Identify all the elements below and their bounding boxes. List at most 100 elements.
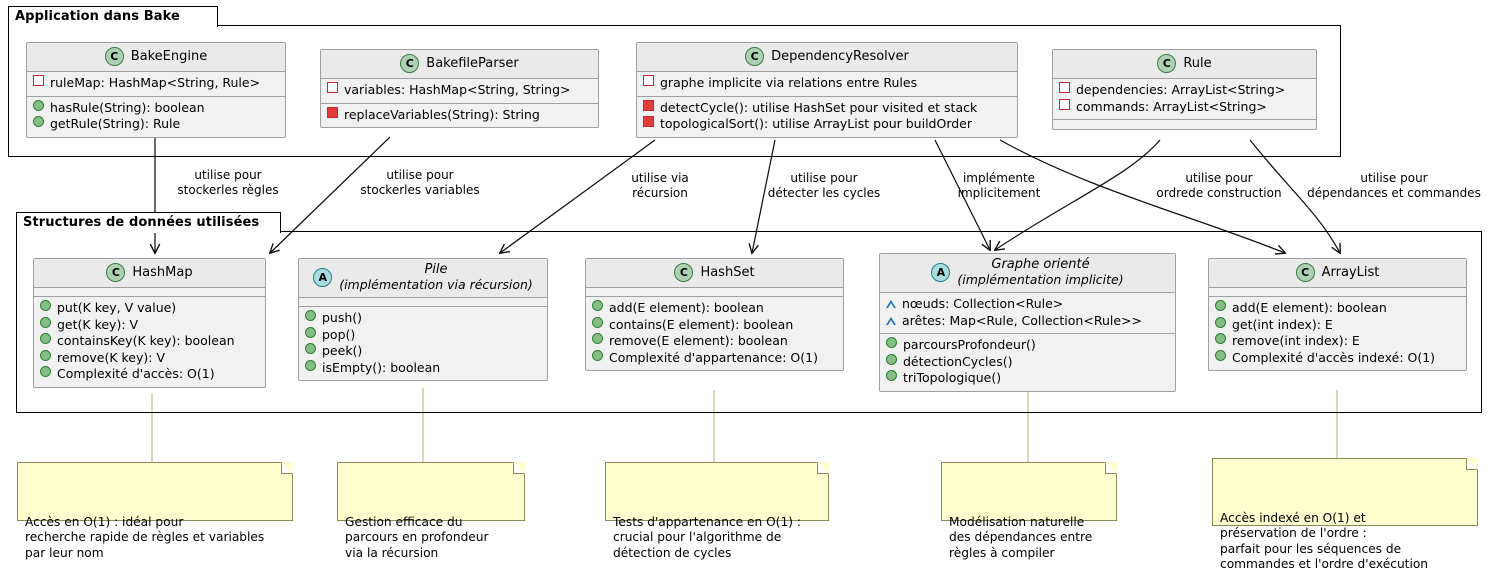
method-label: replaceVariables(String): String: [344, 106, 540, 122]
public-method-icon: [40, 366, 51, 377]
class-name: Pile (implémentation via récursion): [339, 262, 533, 292]
edge-label-implements-implicitly: implémente implicitement: [934, 171, 1064, 201]
method-row: add(E element): boolean: [1215, 300, 1460, 317]
class-name: DependencyResolver: [771, 49, 909, 64]
edge-label-line2: ordrede construction: [1156, 186, 1282, 200]
package-tab-structures-de-donnees: Structures de données utilisées: [16, 212, 281, 233]
note-arraylist: Accès indexé en O(1) et préservation de …: [1212, 458, 1478, 571]
edge-label-line1: utilise pour: [194, 168, 262, 182]
methods-compartment: detectCycle(): utilise HashSet pour visi…: [637, 97, 1017, 137]
methods-compartment: add(E element): boolean contains(E eleme…: [586, 297, 843, 370]
edge-label-line2: détecter les cycles: [767, 186, 881, 200]
attributes-compartment: nœuds: Collection<Rule> arêtes: Map<Rule…: [880, 293, 1175, 335]
edge-label-via-recursion: utilise via récursion: [605, 171, 715, 201]
private-method-icon: [643, 116, 654, 127]
note-text: Accès en O(1) : idéal pour recherche rap…: [25, 514, 265, 560]
method-label: getRule(String): Rule: [50, 116, 181, 131]
class-bakeengine[interactable]: C BakeEngine ruleMap: HashMap<String, Ru…: [26, 42, 286, 138]
edge-label-store-variables: utilise pour stockerles variables: [345, 168, 495, 198]
package-title: Structures de données utilisées: [23, 215, 260, 230]
attributes-compartment: ruleMap: HashMap<String, Rule>: [27, 72, 285, 97]
attribute-label: arêtes: Map<Rule, Collection<Rule>>: [902, 312, 1142, 328]
note-text: Accès indexé en O(1) et préservation de …: [1220, 510, 1429, 572]
method-row: Complexité d'accès indexé: O(1): [1215, 349, 1460, 367]
method-row: detectCycle(): utilise HashSet pour visi…: [643, 99, 1011, 117]
package-tab-application-dans-bake: Application dans Bake: [8, 6, 218, 27]
method-label: triTopologique(): [903, 370, 1002, 386]
class-dependencyresolver[interactable]: C DependencyResolver graphe implicite vi…: [636, 42, 1018, 138]
public-method-icon: [40, 349, 51, 361]
class-stereotype-icon: C: [106, 263, 126, 282]
method-row: contains(E element): boolean: [592, 316, 837, 334]
public-method-icon: [1215, 300, 1226, 311]
attribute-label: graphe implicite via relations entre Rul…: [660, 75, 918, 90]
note-text: Gestion efficace du parcours en profonde…: [345, 514, 489, 560]
method-label: détectionCycles(): [903, 353, 1013, 369]
attribute-row: ruleMap: HashMap<String, Rule>: [33, 75, 279, 92]
method-label: remove(int index): E: [1232, 333, 1360, 348]
class-stereotype-icon: C: [1295, 263, 1315, 282]
class-name: ArrayList: [1321, 265, 1380, 280]
method-row: hasRule(String): boolean: [33, 99, 279, 117]
method-row: remove(int index): E: [1215, 333, 1460, 350]
public-method-icon: [592, 333, 603, 344]
edge-label-line1: utilise pour: [790, 171, 858, 185]
protected-field-icon: [886, 316, 896, 325]
private-method-icon: [643, 99, 654, 111]
method-row: triTopologique(): [886, 370, 1169, 387]
method-label: get(K key): V: [57, 316, 139, 332]
attributes-compartment: [586, 288, 843, 297]
public-method-icon: [592, 300, 603, 311]
attributes-compartment: [1209, 288, 1466, 297]
method-label: topologicalSort(): utilise ArrayList pou…: [660, 116, 973, 131]
class-pile[interactable]: A Pile (implémentation via récursion) pu…: [298, 258, 548, 382]
class-bakefileparser[interactable]: C BakefileParser variables: HashMap<Stri…: [320, 49, 599, 128]
attribute-row: nœuds: Collection<Rule>: [886, 296, 1169, 313]
class-name: HashMap: [132, 265, 193, 280]
method-label: contains(E element): boolean: [609, 316, 794, 332]
class-graphe-oriente[interactable]: A Graphe orienté (implémentation implici…: [879, 253, 1176, 392]
method-row: remove(E element): boolean: [592, 333, 837, 350]
method-row: add(E element): boolean: [592, 300, 837, 317]
attributes-compartment: graphe implicite via relations entre Rul…: [637, 72, 1017, 97]
class-header: A Graphe orienté (implémentation implici…: [880, 254, 1175, 294]
class-name-text: Graphe orienté: [991, 257, 1090, 272]
class-hashmap[interactable]: C HashMap put(K key, V value) get(K key)…: [33, 258, 266, 388]
private-field-icon: [33, 75, 44, 86]
note-graphe: Modélisation naturelle des dépendances e…: [941, 462, 1117, 560]
private-method-icon: [327, 106, 338, 118]
attribute-label: dependencies: ArrayList<String>: [1076, 82, 1286, 97]
method-label: detectCycle(): utilise HashSet pour visi…: [660, 99, 978, 115]
class-name: Graphe orienté (implémentation implicite…: [957, 257, 1123, 287]
attributes-compartment: dependencies: ArrayList<String> commands…: [1053, 79, 1316, 120]
class-rule[interactable]: C Rule dependencies: ArrayList<String> c…: [1052, 49, 1317, 130]
public-method-icon: [1215, 316, 1226, 328]
class-header: C HashMap: [34, 259, 265, 288]
class-hashset[interactable]: C HashSet add(E element): boolean contai…: [585, 258, 844, 371]
edge-label-line2: stockerles variables: [360, 183, 480, 197]
public-method-icon: [305, 359, 316, 371]
method-label: remove(E element): boolean: [609, 333, 788, 348]
method-row: Complexité d'appartenance: O(1): [592, 349, 837, 367]
attribute-label: ruleMap: HashMap<String, Rule>: [50, 75, 261, 90]
method-row: parcoursProfondeur(): [886, 337, 1169, 354]
edge-label-line1: utilise pour: [1185, 171, 1253, 185]
class-stereotype-icon: A: [931, 263, 951, 283]
method-label: pop(): [322, 326, 356, 342]
method-row: get(int index): E: [1215, 316, 1460, 334]
edge-label-line1: utilise via: [631, 171, 689, 185]
method-label: push(): [322, 310, 363, 326]
public-method-icon: [305, 310, 316, 322]
edge-label-line2: récursion: [632, 186, 688, 200]
note-text: Tests d'appartenance en O(1) : crucial p…: [613, 514, 801, 560]
class-header: C HashSet: [586, 259, 843, 288]
class-header: C Rule: [1053, 50, 1316, 79]
method-row: isEmpty(): boolean: [305, 359, 541, 377]
class-stereotype-icon: C: [745, 47, 765, 66]
package-structures-de-donnees: [16, 231, 1482, 413]
public-method-icon: [592, 349, 603, 361]
method-label: Complexité d'appartenance: O(1): [609, 349, 818, 365]
class-arraylist[interactable]: C ArrayList add(E element): boolean get(…: [1208, 258, 1467, 371]
method-label: get(int index): E: [1232, 316, 1333, 332]
class-name: BakeEngine: [130, 49, 208, 64]
